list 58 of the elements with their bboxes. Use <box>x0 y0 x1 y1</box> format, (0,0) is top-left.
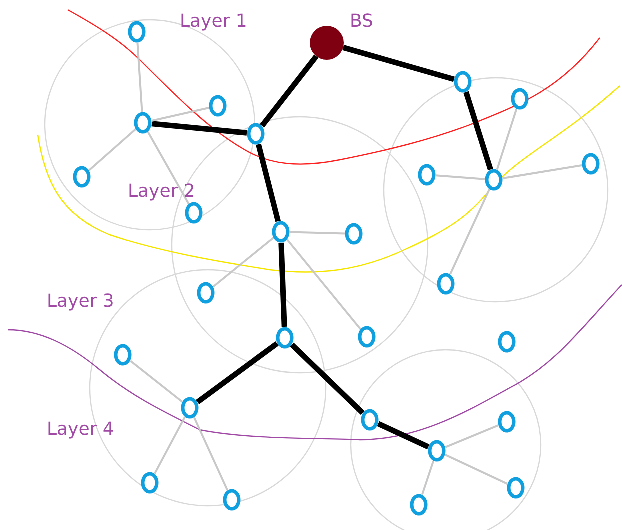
sensor-node <box>223 489 241 511</box>
link-line <box>496 108 518 170</box>
link-line <box>196 341 279 405</box>
sensor-node <box>73 166 91 188</box>
link-line <box>445 424 499 448</box>
sensor-node <box>185 202 203 224</box>
link-line <box>464 91 494 171</box>
link-line <box>147 132 190 204</box>
link-line <box>212 237 274 288</box>
link-line <box>290 342 365 416</box>
link-line <box>444 454 508 485</box>
link-line <box>130 360 184 403</box>
sensor-node <box>247 123 265 145</box>
link-line <box>436 174 486 180</box>
sensor-node <box>418 164 436 186</box>
layer-label: Layer 2 <box>128 182 196 202</box>
link-line <box>278 242 288 328</box>
sensor-node <box>141 472 159 494</box>
layer-label: Layer 1 <box>180 12 248 32</box>
sensor-node <box>361 409 379 431</box>
sensor-node <box>454 71 472 93</box>
sensor-node <box>410 494 428 516</box>
link-line <box>136 42 144 112</box>
link-line <box>450 189 490 275</box>
link-line <box>286 239 362 330</box>
link-line <box>342 45 455 82</box>
link-line <box>154 416 186 474</box>
sensor-node <box>358 326 376 348</box>
sensor-node <box>114 344 132 366</box>
sensor-node <box>428 440 446 462</box>
link-line <box>421 460 435 496</box>
sensor-node <box>498 411 516 433</box>
link-line <box>260 54 319 128</box>
link-line <box>152 107 210 122</box>
layer-label: Layer 4 <box>47 420 114 440</box>
sensor-node <box>507 477 525 499</box>
link-line <box>256 144 281 222</box>
sensor-node <box>276 327 294 349</box>
node-label: BS <box>350 12 374 32</box>
sensor-node <box>272 221 290 243</box>
sensor-node <box>498 331 516 353</box>
sensor-node <box>197 282 215 304</box>
link-line <box>193 417 229 491</box>
sensor-node <box>134 112 152 134</box>
link-line <box>377 421 430 450</box>
link-line <box>152 121 248 136</box>
link-line <box>88 128 136 172</box>
sensor-node <box>485 169 503 191</box>
sensor-node <box>345 223 363 245</box>
sensor-node <box>209 95 227 117</box>
sensor-node <box>582 153 600 175</box>
link-line <box>502 164 582 180</box>
layer-label: Layer 3 <box>47 292 114 312</box>
sensor-node <box>181 397 199 419</box>
sensor-node <box>128 21 146 43</box>
sensor-node <box>511 88 529 110</box>
link-line <box>290 231 346 235</box>
sensor-node <box>437 273 455 295</box>
